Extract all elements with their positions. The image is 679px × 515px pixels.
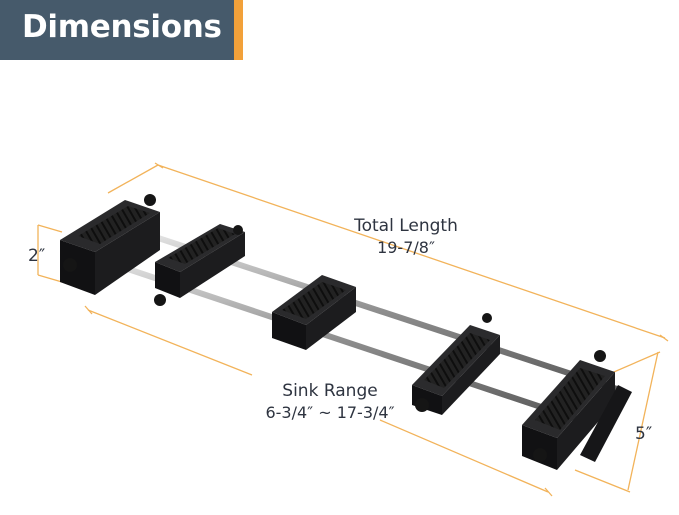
- clamp-left: [154, 224, 245, 306]
- total-length-line: [107, 164, 159, 194]
- end-block-right: [522, 350, 632, 470]
- center-block: [272, 275, 356, 350]
- clamp-right: [412, 313, 500, 415]
- sink-range-label: Sink Range 6-3/4″ ~ 17-3/4″: [250, 380, 410, 424]
- sink-range-title: Sink Range: [282, 381, 378, 401]
- banner-title: Dimensions: [22, 9, 222, 45]
- knob-clamp-right-icon: [415, 398, 429, 412]
- knob-right-icon: [533, 448, 547, 462]
- knob-clamp-left-icon: [154, 294, 166, 306]
- knob-left-icon: [63, 258, 77, 272]
- width-value: 5″: [635, 424, 653, 444]
- end-block-left: [60, 194, 160, 295]
- total-length-label: Total Length 19-7/8″: [336, 215, 476, 259]
- total-length-value: 19-7/8″: [377, 238, 435, 257]
- height-value: 2″: [28, 246, 46, 266]
- sink-range-value: 6-3/4″ ~ 17-3/4″: [265, 403, 395, 422]
- sink-range-line: [87, 309, 253, 376]
- width-line: [627, 351, 659, 491]
- dimensions-banner: Dimensions: [0, 0, 243, 60]
- total-length-title: Total Length: [354, 216, 458, 236]
- dimension-lines: [37, 162, 669, 497]
